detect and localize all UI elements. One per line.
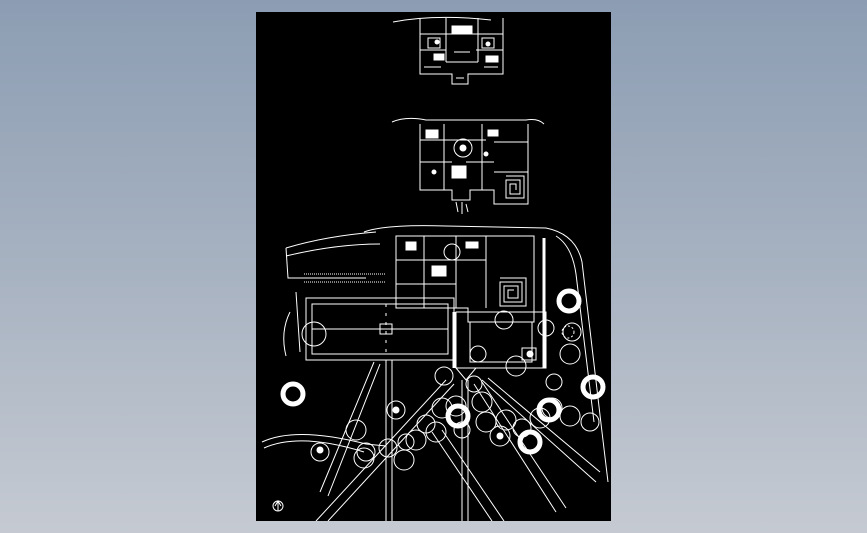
cad-drawing <box>261 16 609 521</box>
upper-floor-plan <box>392 16 504 85</box>
drawing-sheet[interactable] <box>256 12 611 521</box>
north-arrow-icon <box>272 500 284 512</box>
middle-floor-plan <box>391 117 545 214</box>
site-plan <box>261 225 609 521</box>
